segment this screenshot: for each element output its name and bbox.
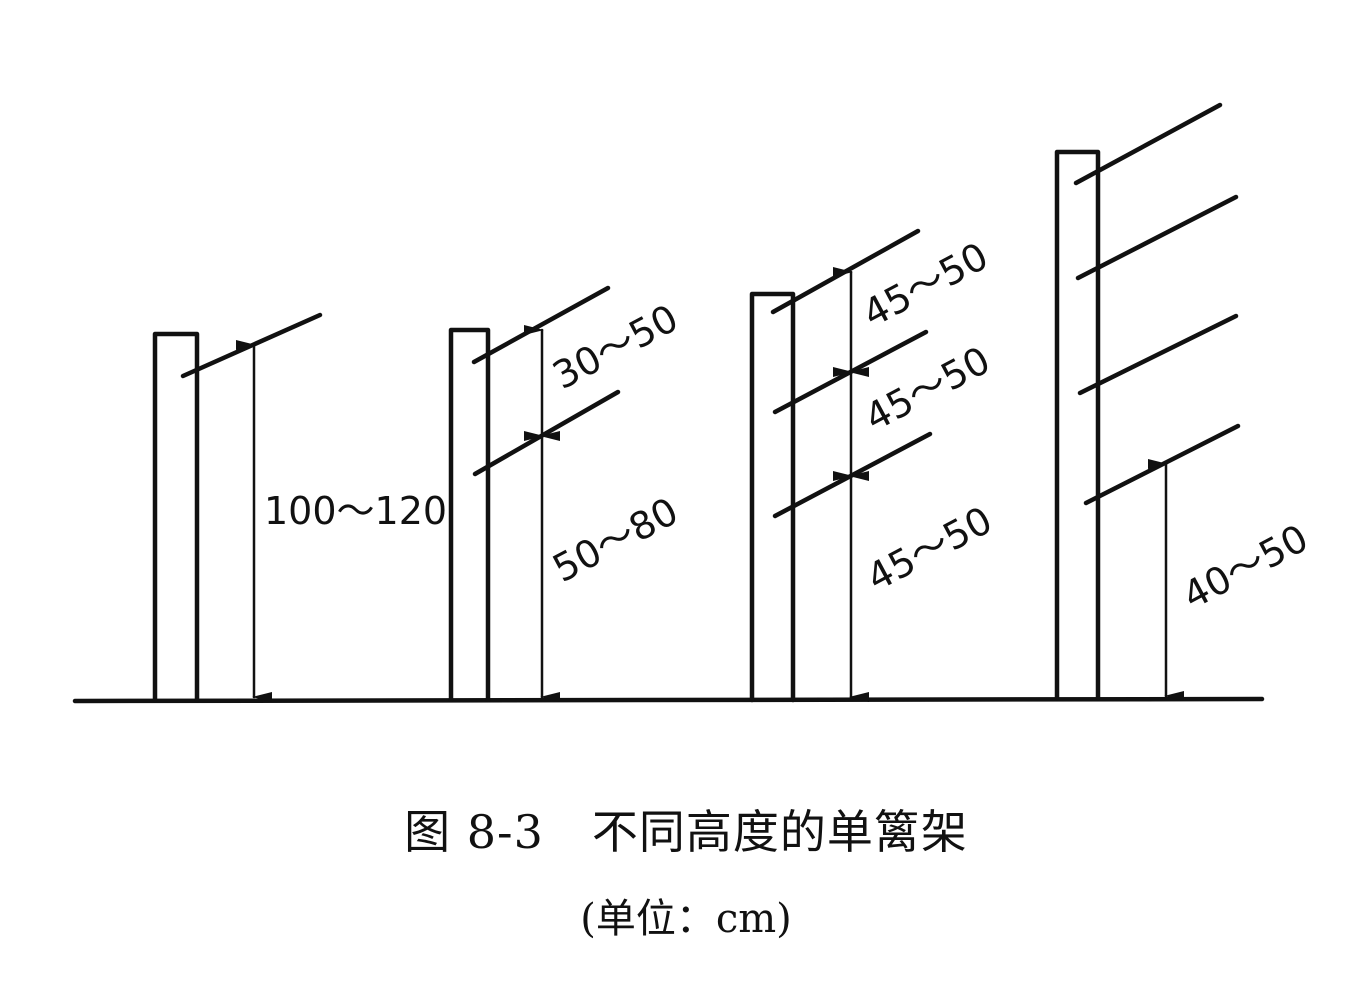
trellis-3-post: [749, 291, 796, 703]
trellis-3-label-bottom: 45～50: [860, 498, 1000, 600]
trellis-2-post: [448, 327, 491, 703]
trellis-1-wire-1: [180, 312, 323, 379]
trellis-3-wire-3: [772, 431, 933, 519]
ground-line: [72, 696, 1265, 704]
trellis-1: [152, 312, 323, 703]
figure-number: 图 8-3: [404, 805, 544, 859]
trellis-4-wire-2: [1075, 194, 1239, 281]
trellis-2: [448, 285, 621, 703]
trellis-2-wire-2: [472, 389, 621, 477]
figure-title: 不同高度的单篱架: [591, 805, 968, 859]
trellis-4-wire-3: [1077, 313, 1239, 396]
trellis-1-post: [152, 331, 200, 703]
trellis-1-label-height: 100～120: [264, 489, 447, 533]
trellis-2-label-lower: 50～80: [546, 489, 686, 591]
trellis-4: [1054, 102, 1241, 701]
trellis-4-wire-4: [1083, 423, 1241, 506]
trellis-4-wire-1: [1073, 102, 1223, 186]
figure-units: (单位：cm): [580, 896, 792, 942]
trellis-3-label-top: 45～50: [856, 234, 996, 336]
figure-caption: 图 8-3 不同高度的单篱架: [0, 796, 1372, 862]
trellis-4-post: [1054, 149, 1101, 701]
trellis-3-label-middle: 45～50: [858, 338, 998, 440]
trellis-3: [749, 228, 933, 703]
trellis-4-label-bottom: 40～50: [1176, 516, 1316, 618]
